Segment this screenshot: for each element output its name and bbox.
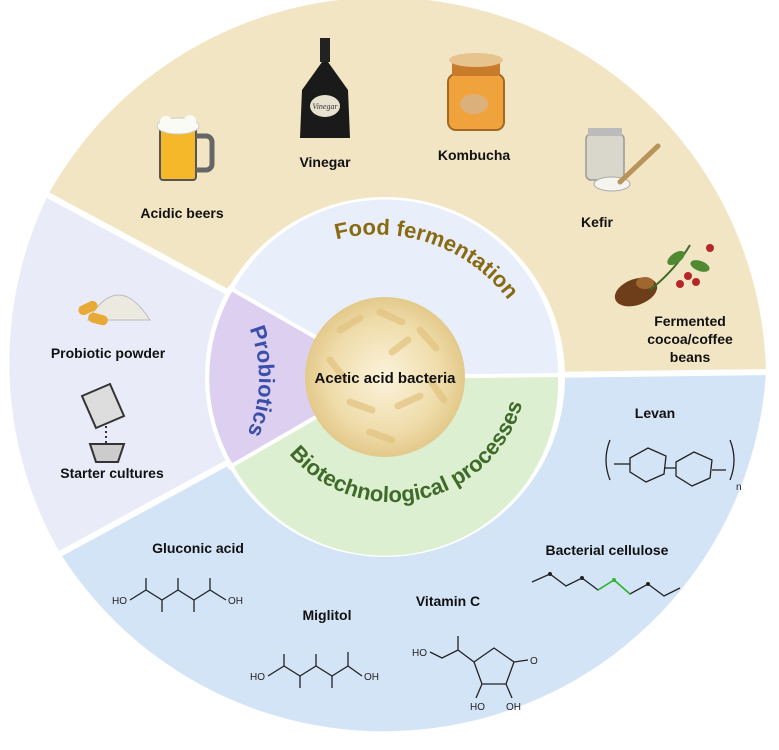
- kombucha-jar-icon: [447, 53, 505, 131]
- bacteria-texture: [326, 308, 448, 444]
- cocoa-label-line2: cocoa/coffee: [647, 331, 733, 347]
- bacterial-cellulose-structure: [531, 572, 681, 597]
- acidic-beers-label: Acidic beers: [140, 205, 223, 221]
- cocoa-label-line1: Fermented: [654, 313, 726, 329]
- beer-mug-icon: [156, 115, 215, 181]
- center-label: Acetic acid bacteria: [315, 370, 457, 387]
- gluconic-acid-label: Gluconic acid: [152, 540, 244, 556]
- probiotic-powder-label: Probiotic powder: [51, 345, 166, 361]
- miglitol-oh: OH: [364, 672, 379, 683]
- gluconic-oh: OH: [228, 596, 243, 607]
- levan-structure: n: [605, 439, 742, 493]
- vitc-ho-2: HO: [470, 702, 485, 713]
- levan-label: Levan: [635, 405, 675, 421]
- kombucha-label: Kombucha: [438, 147, 511, 163]
- gluconic-ho: HO: [112, 596, 127, 607]
- starter-cultures-icon: [80, 382, 126, 463]
- gluconic-acid-structure: HO OH: [112, 578, 243, 612]
- cocoa-beans-icon: [614, 244, 714, 307]
- vitc-ho: HO: [412, 648, 427, 659]
- probiotics-inner-sector: [209, 290, 385, 465]
- cocoa-label-line3: beans: [670, 349, 711, 365]
- starter-cultures-label: Starter cultures: [60, 465, 164, 481]
- miglitol-ho: HO: [250, 672, 265, 683]
- kefir-jar-icon: [585, 128, 661, 192]
- vitc-o: O: [530, 656, 538, 667]
- kefir-label: Kefir: [581, 214, 613, 230]
- miglitol-structure: HO OH: [250, 652, 379, 688]
- vitamin-c-label: Vitamin C: [416, 593, 480, 609]
- miglitol-label: Miglitol: [303, 607, 352, 623]
- vinegar-label: Vinegar: [299, 154, 351, 170]
- food-inner-sector: [233, 199, 559, 377]
- vitamin-c-structure: O HO HO OH: [412, 636, 538, 713]
- probiotic-powder-icon: [78, 294, 151, 326]
- food-fermentation-sector: [48, 0, 766, 377]
- bacterial-cellulose-label: Bacterial cellulose: [546, 542, 669, 558]
- vitc-oh: OH: [506, 702, 521, 713]
- vinegar-bottle-icon: Vinegar: [300, 38, 350, 138]
- probiotics-sector: [9, 195, 385, 553]
- vinegar-bottle-text: Vinegar: [312, 102, 338, 111]
- levan-n: n: [736, 482, 742, 493]
